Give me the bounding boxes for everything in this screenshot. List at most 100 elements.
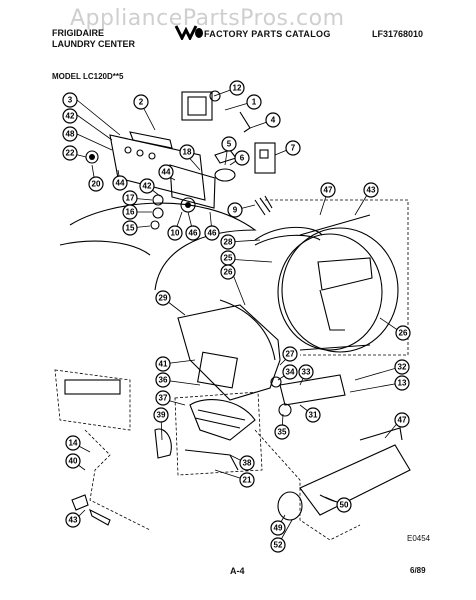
callout-40: 40 xyxy=(65,453,81,469)
callout-26: 26 xyxy=(395,325,411,341)
drum-part xyxy=(265,199,409,356)
callout-43: 43 xyxy=(363,182,379,198)
callout-20: 20 xyxy=(88,176,104,192)
svg-text:52: 52 xyxy=(274,541,283,550)
page-number: A-4 xyxy=(230,566,245,576)
svg-text:37: 37 xyxy=(159,394,168,403)
svg-text:43: 43 xyxy=(367,186,376,195)
callout-41: 41 xyxy=(155,356,171,372)
timer-part xyxy=(181,90,251,133)
callout-27: 27 xyxy=(282,346,298,362)
callout-14: 14 xyxy=(65,435,81,451)
svg-text:47: 47 xyxy=(398,416,407,425)
watermark: AppliancePartsPros.com xyxy=(70,6,345,31)
callout-43b: 43 xyxy=(65,512,81,528)
callout-21: 21 xyxy=(239,472,255,488)
svg-text:44: 44 xyxy=(162,168,171,177)
print-date: 6/89 xyxy=(410,566,426,575)
callout-15: 15 xyxy=(122,220,138,236)
callout-31: 31 xyxy=(305,407,321,423)
diagram-code: E0454 xyxy=(407,534,431,543)
svg-text:36: 36 xyxy=(159,376,168,385)
callout-35: 35 xyxy=(274,424,290,440)
callout-42: 42 xyxy=(62,108,78,124)
callout-50: 50 xyxy=(336,497,352,513)
callout-48: 48 xyxy=(62,126,78,142)
callout-36: 36 xyxy=(155,372,171,388)
svg-text:21: 21 xyxy=(243,476,252,485)
svg-text:15: 15 xyxy=(126,224,135,233)
svg-text:1: 1 xyxy=(252,98,257,107)
control-panel-part xyxy=(109,131,216,209)
callout-47b: 47 xyxy=(394,412,410,428)
model-label: MODEL LC120D**5 xyxy=(52,72,124,81)
catalog-title: FACTORY PARTS CATALOG xyxy=(204,29,331,39)
catalog-code: LF31768010 xyxy=(372,29,424,39)
callout-16: 16 xyxy=(122,204,138,220)
svg-text:41: 41 xyxy=(159,360,168,369)
callout-44b: 44 xyxy=(158,164,174,180)
callout-4: 4 xyxy=(265,112,281,128)
callout-32: 32 xyxy=(394,359,410,375)
callout-2: 2 xyxy=(133,94,149,110)
callout-7: 7 xyxy=(285,140,301,156)
callout-47: 47 xyxy=(320,182,336,198)
svg-text:43: 43 xyxy=(69,516,78,525)
brand-line2: LAUNDRY CENTER xyxy=(52,39,136,49)
svg-text:46: 46 xyxy=(189,229,198,238)
brand-line1: FRIGIDAIRE xyxy=(52,28,105,38)
svg-text:18: 18 xyxy=(183,148,192,157)
svg-text:20: 20 xyxy=(92,180,101,189)
svg-text:47: 47 xyxy=(324,186,333,195)
front-bulkhead-part xyxy=(177,299,281,401)
knobs-part xyxy=(85,150,196,230)
svg-text:42: 42 xyxy=(66,112,75,121)
svg-text:33: 33 xyxy=(302,368,311,377)
callout-38: 38 xyxy=(239,455,255,471)
svg-text:39: 39 xyxy=(157,411,166,420)
callout-39: 39 xyxy=(153,407,169,423)
svg-text:44: 44 xyxy=(116,179,125,188)
svg-text:26: 26 xyxy=(399,329,408,338)
svg-text:3: 3 xyxy=(68,96,73,105)
svg-text:10: 10 xyxy=(171,229,180,238)
callout-26b: 26 xyxy=(220,264,236,280)
svg-text:40: 40 xyxy=(69,457,78,466)
svg-text:2: 2 xyxy=(139,98,144,107)
svg-text:42: 42 xyxy=(143,182,152,191)
side-panel-part xyxy=(54,369,172,531)
callout-25: 25 xyxy=(220,250,236,266)
svg-text:9: 9 xyxy=(233,206,238,215)
svg-text:6: 6 xyxy=(240,154,245,163)
callout-49: 49 xyxy=(270,520,286,536)
callout-33: 33 xyxy=(298,364,314,380)
callout-3: 3 xyxy=(62,92,78,108)
svg-text:32: 32 xyxy=(398,363,407,372)
callout-44: 44 xyxy=(112,175,128,191)
callout-12: 12 xyxy=(229,80,245,96)
callout-46: 46 xyxy=(185,225,201,241)
svg-text:38: 38 xyxy=(243,459,252,468)
svg-text:14: 14 xyxy=(69,439,78,448)
callout-5: 5 xyxy=(221,136,237,152)
svg-text:48: 48 xyxy=(66,130,75,139)
svg-text:16: 16 xyxy=(126,208,135,217)
callout-1: 1 xyxy=(246,94,262,110)
callout-10: 10 xyxy=(167,225,183,241)
svg-text:35: 35 xyxy=(278,428,287,437)
svg-text:46: 46 xyxy=(208,229,217,238)
svg-text:34: 34 xyxy=(286,368,295,377)
cabinet-outline xyxy=(69,202,257,291)
svg-text:28: 28 xyxy=(224,238,233,247)
callout-9: 9 xyxy=(227,202,243,218)
svg-text:5: 5 xyxy=(227,140,232,149)
svg-text:26: 26 xyxy=(224,268,233,277)
callout-18: 18 xyxy=(179,144,195,160)
svg-text:31: 31 xyxy=(309,411,318,420)
svg-text:49: 49 xyxy=(274,524,283,533)
svg-text:25: 25 xyxy=(224,254,233,263)
callout-13: 13 xyxy=(394,375,410,391)
wci-logo-icon xyxy=(174,25,203,40)
